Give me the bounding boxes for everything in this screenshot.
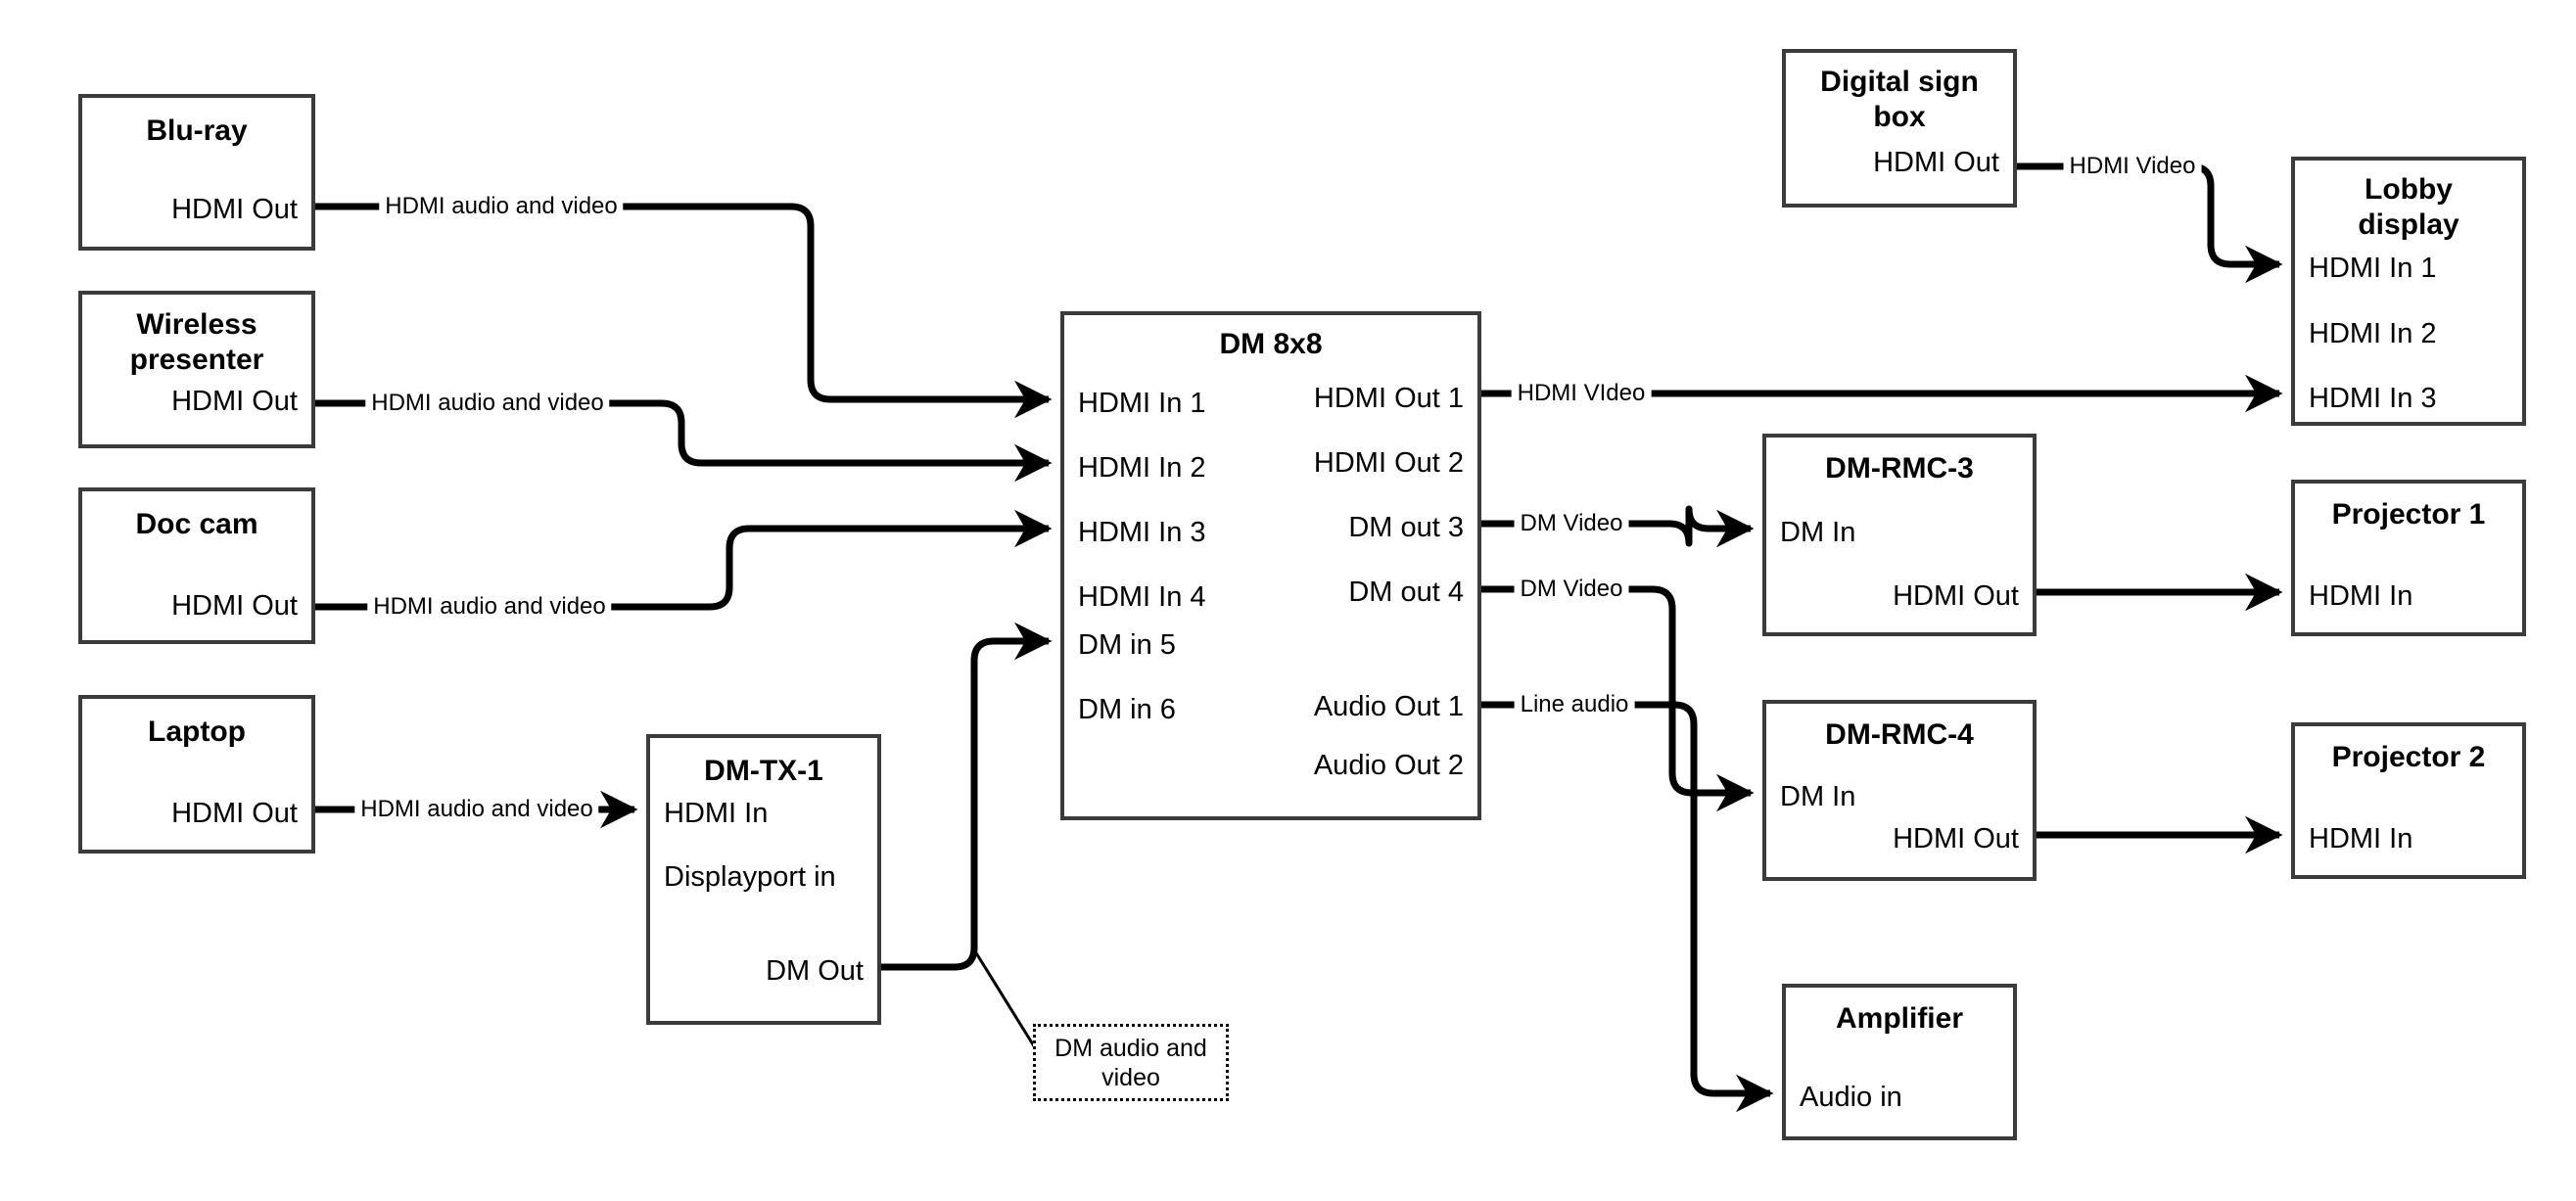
port-dm-out: DM Out: [766, 955, 864, 987]
wire-dmtx1-to-dm-in-5: [881, 622, 1053, 971]
port-hdmi-in: HDMI In: [664, 798, 769, 829]
port-audio-in: Audio in: [1800, 1082, 1902, 1113]
wire-doccam-to-hdmi-in-3: [315, 509, 1053, 611]
port-hdmi-out: HDMI Out: [1893, 823, 2019, 855]
wire-bluray-to-hdmi-in-1: [315, 203, 1053, 419]
port-dm-out-4: DM out 4: [1348, 577, 1464, 608]
wire-audio-out-1-to-amplifier: [1481, 701, 1774, 1113]
wire-dm-out-4-to-rmc4: [1481, 585, 1755, 812]
port-hdmi-in-3: HDMI In 3: [2309, 383, 2437, 414]
port-hdmi-out: HDMI Out: [1873, 147, 1999, 178]
node-title: Laptop: [148, 716, 246, 748]
port-dm-in: DM In: [1780, 517, 1856, 548]
node-title: Projector 2: [2331, 741, 2486, 773]
node-title: Projector 1: [2331, 498, 2486, 531]
node-title: Doc cam: [135, 508, 258, 540]
port-hdmi-in: HDMI In: [2309, 580, 2413, 612]
port-dm-in-6: DM in 6: [1078, 694, 1176, 725]
callout-leader-line: [973, 950, 1038, 1050]
node-doc-cam[interactable]: Doc cam HDMI Out: [78, 487, 315, 644]
edge-label-doccam-to-in3: HDMI audio and video: [367, 593, 612, 621]
node-title: Blu-ray: [146, 115, 248, 147]
port-dm-in: DM In: [1780, 781, 1856, 812]
port-displayport-in: Displayport in: [664, 861, 836, 893]
wire-wireless-to-hdmi-in-2: [315, 399, 1053, 483]
port-hdmi-in-2: HDMI In 2: [2309, 318, 2437, 349]
node-dm-tx-1[interactable]: DM-TX-1 HDMI In Displayport in DM Out: [646, 734, 881, 1025]
edge-label-wireless-to-in2: HDMI audio and video: [365, 390, 610, 417]
port-hdmi-out: HDMI Out: [171, 386, 298, 417]
node-title: DM-TX-1: [704, 755, 823, 787]
callout-dm-audio-and-video: DM audio and video: [1033, 1024, 1229, 1101]
port-hdmi-in-3: HDMI In 3: [1078, 517, 1206, 548]
node-title: DM-RMC-3: [1825, 452, 1974, 485]
port-hdmi-in-2: HDMI In 2: [1078, 452, 1206, 484]
node-title: DM-RMC-4: [1825, 718, 1974, 751]
node-dm-8x8[interactable]: DM 8x8 HDMI In 1 HDMI In 2 HDMI In 3 HDM…: [1060, 311, 1481, 820]
port-hdmi-out: HDMI Out: [1893, 580, 2019, 612]
port-dm-out-3: DM out 3: [1348, 512, 1464, 543]
edge-label-bluray-to-in1: HDMI audio and video: [379, 193, 624, 220]
node-dm-rmc-3[interactable]: DM-RMC-3 DM In HDMI Out: [1762, 434, 2037, 636]
node-title: Lobby display: [2358, 173, 2459, 241]
node-laptop[interactable]: Laptop HDMI Out: [78, 695, 315, 854]
node-title: Wireless presenter: [129, 308, 264, 376]
port-hdmi-in-1: HDMI In 1: [2309, 253, 2437, 284]
port-audio-out-2: Audio Out 2: [1313, 750, 1464, 781]
node-wireless-presenter[interactable]: Wireless presenter HDMI Out: [78, 291, 315, 448]
edge-label-hdmiout1-to-lobby: HDMI VIdeo: [1511, 380, 1652, 407]
node-title: DM 8x8: [1219, 328, 1323, 360]
node-bluray[interactable]: Blu-ray HDMI Out: [78, 94, 315, 251]
edge-label-dmout4-to-rmc4: DM Video: [1514, 576, 1629, 603]
port-dm-in-5: DM in 5: [1078, 629, 1176, 661]
node-title: Amplifier: [1835, 1002, 1964, 1035]
port-hdmi-out: HDMI Out: [171, 194, 298, 225]
node-dm-rmc-4[interactable]: DM-RMC-4 DM In HDMI Out: [1762, 700, 2037, 881]
edge-label-audioout1-to-amp: Line audio: [1514, 691, 1635, 718]
node-lobby-display[interactable]: Lobby display HDMI In 1 HDMI In 2 HDMI I…: [2291, 157, 2526, 426]
port-hdmi-out: HDMI Out: [171, 798, 298, 829]
port-hdmi-out: HDMI Out: [171, 590, 298, 622]
node-projector-1[interactable]: Projector 1 HDMI In: [2291, 480, 2526, 636]
edge-label-signbox-to-lobby: HDMI Video: [2063, 153, 2202, 180]
port-audio-out-1: Audio Out 1: [1313, 691, 1464, 722]
wire-dm-out-3-to-rmc3: [1481, 505, 1755, 548]
node-digital-sign-box[interactable]: Digital sign box HDMI Out: [1782, 49, 2017, 208]
port-hdmi-out-2: HDMI Out 2: [1313, 447, 1464, 479]
port-hdmi-in-1: HDMI In 1: [1078, 388, 1206, 419]
node-projector-2[interactable]: Projector 2 HDMI In: [2291, 722, 2526, 879]
port-hdmi-in-4: HDMI In 4: [1078, 581, 1206, 613]
edge-label-laptop-to-dmtx1: HDMI audio and video: [354, 796, 599, 823]
node-amplifier[interactable]: Amplifier Audio in: [1782, 984, 2017, 1140]
edge-label-dmout3-to-rmc3: DM Video: [1514, 510, 1629, 537]
port-hdmi-in: HDMI In: [2309, 823, 2413, 855]
node-title: Digital sign box: [1820, 66, 1979, 133]
wire-signbox-to-lobby-hdmi-in-1: [2017, 162, 2283, 284]
port-hdmi-out-1: HDMI Out 1: [1313, 383, 1464, 414]
